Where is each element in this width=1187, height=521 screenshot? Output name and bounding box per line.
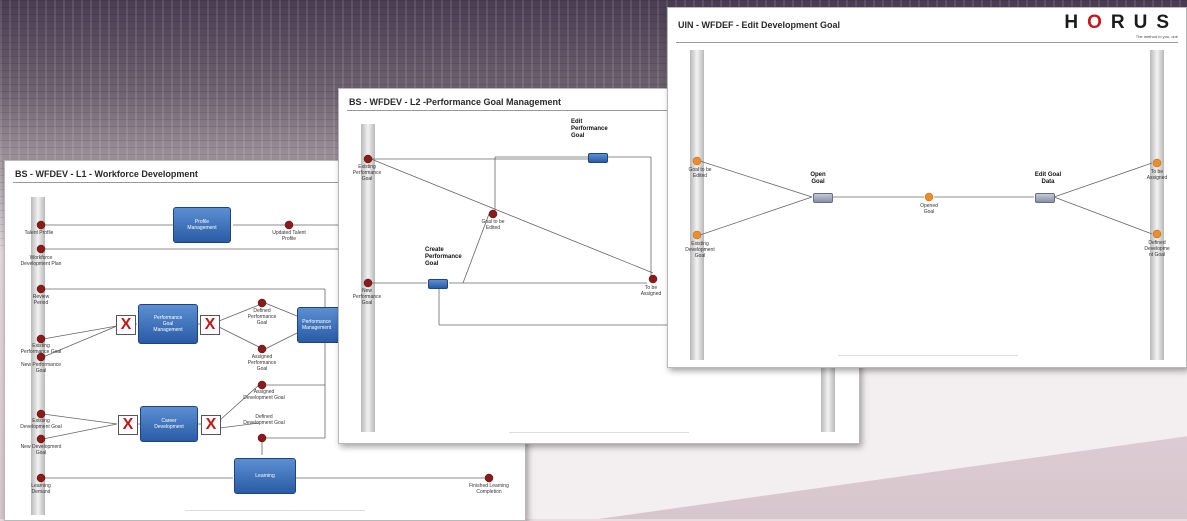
function-open-goal[interactable] xyxy=(813,193,833,203)
label-finished-learning: Finished Learning Completion xyxy=(469,483,509,495)
horus-logo: HORUS xyxy=(1064,12,1178,33)
event-to-be-assigned xyxy=(648,274,658,284)
panel-title: BS - WFDEV - L2 -Performance Goal Manage… xyxy=(349,97,562,107)
input-swimlane xyxy=(361,124,375,432)
function-edit-goal-data[interactable] xyxy=(1035,193,1055,203)
function-create-performance-goal[interactable] xyxy=(428,279,448,289)
event-defined-perf-goal xyxy=(257,298,267,308)
event-workforce-plan xyxy=(36,244,46,254)
label-assigned-dev-goal: Assigned Development Goal xyxy=(243,389,285,401)
label-new-perf-goal: New Performance Goal xyxy=(352,288,382,306)
event-to-be-assigned xyxy=(1152,158,1162,168)
event-existing-perf-goal xyxy=(363,154,373,164)
event-opened-goal xyxy=(924,192,934,202)
panel-title: BS - WFDEV - L1 - Workforce Development xyxy=(15,169,198,179)
gateway-xor-1: X xyxy=(116,315,136,335)
label-existing-dev-goal: Existing Development Goal xyxy=(685,241,715,259)
label-review-period: Review Period xyxy=(32,294,50,306)
event-existing-dev-goal xyxy=(36,409,46,419)
footer-line xyxy=(838,355,1018,356)
event-talent-profile xyxy=(36,220,46,230)
event-goal-to-be-edited xyxy=(692,156,702,166)
event-new-perf-goal xyxy=(36,352,46,362)
function-edit-performance-goal[interactable] xyxy=(588,153,608,163)
label-existing-perf-goal: Existing Performance Goal xyxy=(352,164,382,182)
title-divider xyxy=(13,182,517,183)
label-workforce-plan: Workforce Development Plan xyxy=(20,255,62,267)
label-defined-dev-goal: Defined Development Goal xyxy=(243,414,285,426)
event-learning-demand xyxy=(36,473,46,483)
label-existing-dev-goal: Existing Development Goal xyxy=(20,418,62,430)
label-updated-profile: Updated Talent Profile xyxy=(272,230,306,242)
process-performance-management[interactable]: Performance Management xyxy=(297,307,343,343)
label-to-be-assigned: To be Assigned xyxy=(1146,169,1168,181)
title-divider xyxy=(676,42,1178,43)
label-create-performance-goal: Create Performance Goal xyxy=(425,247,462,267)
logo-tagline: The method to you, one xyxy=(1135,34,1178,39)
label-talent-profile: Talent Profile xyxy=(24,230,54,236)
label-goal-to-be-edited: Goal to be Edited xyxy=(688,167,712,179)
event-updated-profile xyxy=(284,220,294,230)
label-open-goal: Open Goal xyxy=(810,172,826,185)
label-edit-goal-data: Edit Goal Data xyxy=(1034,172,1062,185)
flow-connectors xyxy=(692,156,1162,240)
event-existing-perf-goal xyxy=(36,334,46,344)
label-defined-dev-goal: Defined Developme nt Goal xyxy=(1144,240,1170,258)
label-existing-perf-goal: Existing Performance Goal xyxy=(20,343,62,355)
footer-line xyxy=(509,432,689,433)
label-new-perf-goal: New Performance Goal xyxy=(20,362,61,374)
output-swimlane xyxy=(1150,50,1164,360)
label-assigned-perf-goal: Assigned Performance Goal xyxy=(247,354,277,372)
event-assigned-perf-goal xyxy=(257,344,267,354)
event-goal-to-be-edited xyxy=(488,209,498,219)
label-goal-to-be-edited: Goal to be Edited xyxy=(481,219,505,231)
panel-edit-development-goal: UIN - WFDEF - Edit Development Goal HORU… xyxy=(667,7,1187,368)
footer-line xyxy=(185,510,365,511)
event-finished-learning xyxy=(484,473,494,483)
event-assigned-dev-goal xyxy=(257,380,267,390)
process-career-development[interactable]: Career Development xyxy=(140,406,198,442)
event-review-period xyxy=(36,284,46,294)
event-defined-dev-goal xyxy=(1152,229,1162,239)
event-defined-dev-goal xyxy=(257,433,267,443)
gateway-xor-3: X xyxy=(118,415,138,435)
panel-title: UIN - WFDEF - Edit Development Goal xyxy=(678,20,841,30)
process-learning[interactable]: Learning xyxy=(234,458,296,494)
process-profile-management[interactable]: Profile Management xyxy=(173,207,231,243)
gateway-xor-2: X xyxy=(200,315,220,335)
flow-connectors xyxy=(36,220,494,483)
label-new-dev-goal: New Development Goal xyxy=(20,444,62,456)
label-defined-perf-goal: Defined Performance Goal xyxy=(247,308,277,326)
input-swimlane xyxy=(690,50,704,360)
event-new-perf-goal xyxy=(363,278,373,288)
event-existing-dev-goal xyxy=(692,230,702,240)
flow-connectors xyxy=(363,154,670,326)
gateway-xor-4: X xyxy=(201,415,221,435)
event-new-dev-goal xyxy=(36,434,46,444)
label-to-be-assigned: To be Assigned xyxy=(640,285,662,297)
label-opened-goal: Opened Goal xyxy=(920,203,938,215)
label-learning-demand: Learning Demand xyxy=(31,483,51,495)
title-divider xyxy=(347,110,851,111)
label-edit-performance-goal: Edit Performance Goal xyxy=(571,119,608,139)
process-perf-goal-management[interactable]: Performance Goal Management xyxy=(138,304,198,344)
